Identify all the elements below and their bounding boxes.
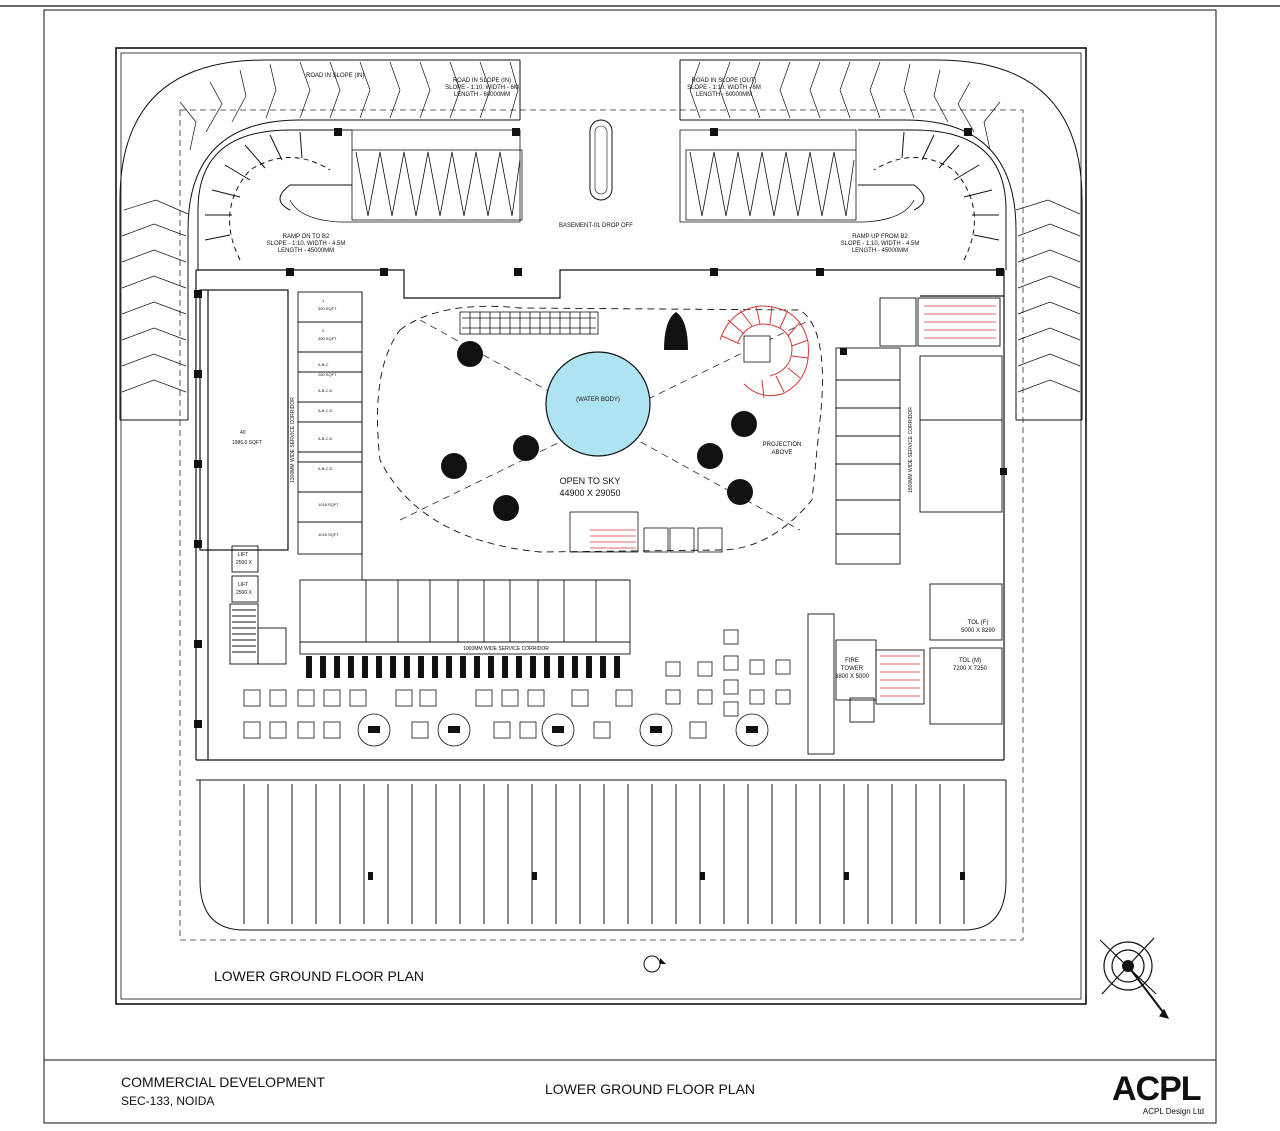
parking-top-left xyxy=(289,129,523,223)
open-to-sky-label: OPEN TO SKY xyxy=(560,476,621,486)
fire-tower xyxy=(807,583,1003,755)
road-in-slope-in-length: LENGTH - 60000MM xyxy=(454,92,510,98)
project-location: SEC-133, NOIDA xyxy=(121,1094,215,1108)
bottom-retail-band xyxy=(196,779,1007,931)
svg-text:A.B.C.D: A.B.C.D xyxy=(318,436,333,441)
bottom-corridor-label: 1000MM WIDE SERVICE CORRIDOR xyxy=(463,646,549,652)
parking-top-right xyxy=(679,129,915,223)
left-lift-2-dims: 2500 X xyxy=(236,590,253,596)
svg-text:A.B.C: A.B.C xyxy=(318,362,329,367)
svg-text:A.B.C.D: A.B.C.D xyxy=(318,388,333,393)
left-lift-1-label: LIFT xyxy=(238,552,248,558)
water-body-label: (WATER BODY) xyxy=(576,397,620,403)
left-lifts xyxy=(229,545,287,665)
ramp-up-length: LENGTH - 45000MM xyxy=(852,248,908,254)
ramp-on-dims: SLOPE - 1:10, WIDTH - 4.5M xyxy=(267,241,346,247)
svg-text:1: 1 xyxy=(322,298,325,303)
tol-m-label: TOL (M) xyxy=(959,658,981,664)
project-title: COMMERCIAL DEVELOPMENT xyxy=(121,1074,326,1090)
tol-m-dims: 7200 X 7250 xyxy=(953,666,988,672)
shop-40-number: 40 xyxy=(240,430,246,436)
right-shop-stack xyxy=(835,297,1003,565)
road-in-slope-out-length: LENGTH - 60000MM xyxy=(696,92,752,98)
site-boundary xyxy=(179,109,1024,941)
fire-tower-label: FIRE xyxy=(845,658,859,664)
svg-text:A.B.C.D: A.B.C.D xyxy=(318,408,333,413)
shop-40-area: 1986.5 SQFT xyxy=(232,440,262,446)
svg-text:300 SQFT: 300 SQFT xyxy=(318,306,337,311)
water-body xyxy=(545,351,651,457)
open-to-sky-dims: 44900 X 29050 xyxy=(559,488,620,498)
fire-tower-label-2: TOWER xyxy=(841,666,864,672)
food-court-seating xyxy=(243,629,791,747)
spiral-stair xyxy=(719,305,809,399)
courtyard-lifts xyxy=(569,511,723,553)
building-outline xyxy=(195,269,1005,761)
fire-tower-dims: 3800 X 5000 xyxy=(835,674,870,680)
tol-f-dims: 5000 X 8290 xyxy=(961,628,996,634)
svg-text:1018 SQFT: 1018 SQFT xyxy=(318,502,339,507)
projection-label: PROJECTION xyxy=(763,442,802,448)
plan-title: LOWER GROUND FLOOR PLAN xyxy=(214,968,424,984)
trees xyxy=(441,312,757,521)
left-lift-2-label: LIFT xyxy=(238,582,248,588)
ramp-on-length: LENGTH - 45000MM xyxy=(278,248,334,254)
company-logo: ACPL ACPL Design Ltd xyxy=(1112,1072,1204,1116)
spiral-ramp-left xyxy=(197,129,352,270)
svg-text:300 SQFT: 300 SQFT xyxy=(318,336,337,341)
above-label: ABOVE xyxy=(772,450,793,456)
drop-off-island xyxy=(589,119,613,201)
escalator xyxy=(459,311,599,335)
sheet-border xyxy=(43,9,1217,1124)
sheet-title: LOWER GROUND FLOOR PLAN xyxy=(545,1081,756,1097)
left-corridor-label: 1300MM WIDE SERVICE CORRIDOR xyxy=(290,397,296,483)
ramp-up-dims: SLOPE - 1:10, WIDTH - 4.5M xyxy=(841,241,920,247)
ramp-on-label: RAMP ON TO B2 xyxy=(283,234,330,240)
road-in-slope-out-label: ROAD IN SLOPE (OUT) xyxy=(691,78,756,84)
plan-frame xyxy=(115,47,1087,1005)
north-compass xyxy=(1099,937,1170,1019)
road-in-slope-label: ROAD IN SLOPE (IN) xyxy=(306,73,364,79)
outer-ramp xyxy=(119,59,1083,421)
ramp-up-label: RAMP UP FROM B2 xyxy=(852,234,908,240)
tol-f-label: TOL (F) xyxy=(968,620,989,626)
svg-text:260 SQFT: 260 SQFT xyxy=(318,372,337,377)
road-in-slope-in-dims: SLOPE - 1:10, WIDTH - 6M xyxy=(445,85,519,91)
section-marker xyxy=(643,955,666,973)
left-lift-1-dims: 2500 X xyxy=(236,560,253,566)
logo-mark: ACPL xyxy=(1112,1070,1202,1108)
logo-subtitle: ACPL Design Ltd xyxy=(1142,1107,1204,1116)
road-in-slope-out-dims: SLOPE - 1:10, WIDTH - 6M xyxy=(687,85,761,91)
svg-text:2: 2 xyxy=(322,328,325,333)
basement-drop-off-label: BASEMENT-01 DROP OFF xyxy=(559,223,633,229)
spiral-ramp-right xyxy=(858,129,1007,270)
svg-text:1018 SQFT: 1018 SQFT xyxy=(318,532,339,537)
road-in-slope-in-label: ROAD IN SLOPE (IN) xyxy=(453,78,511,84)
right-corridor-label: 1800MM WIDE SERVICE CORRIDOR xyxy=(908,407,914,493)
svg-text:A.B.C.D: A.B.C.D xyxy=(318,466,333,471)
bottom-shop-row xyxy=(299,579,631,655)
